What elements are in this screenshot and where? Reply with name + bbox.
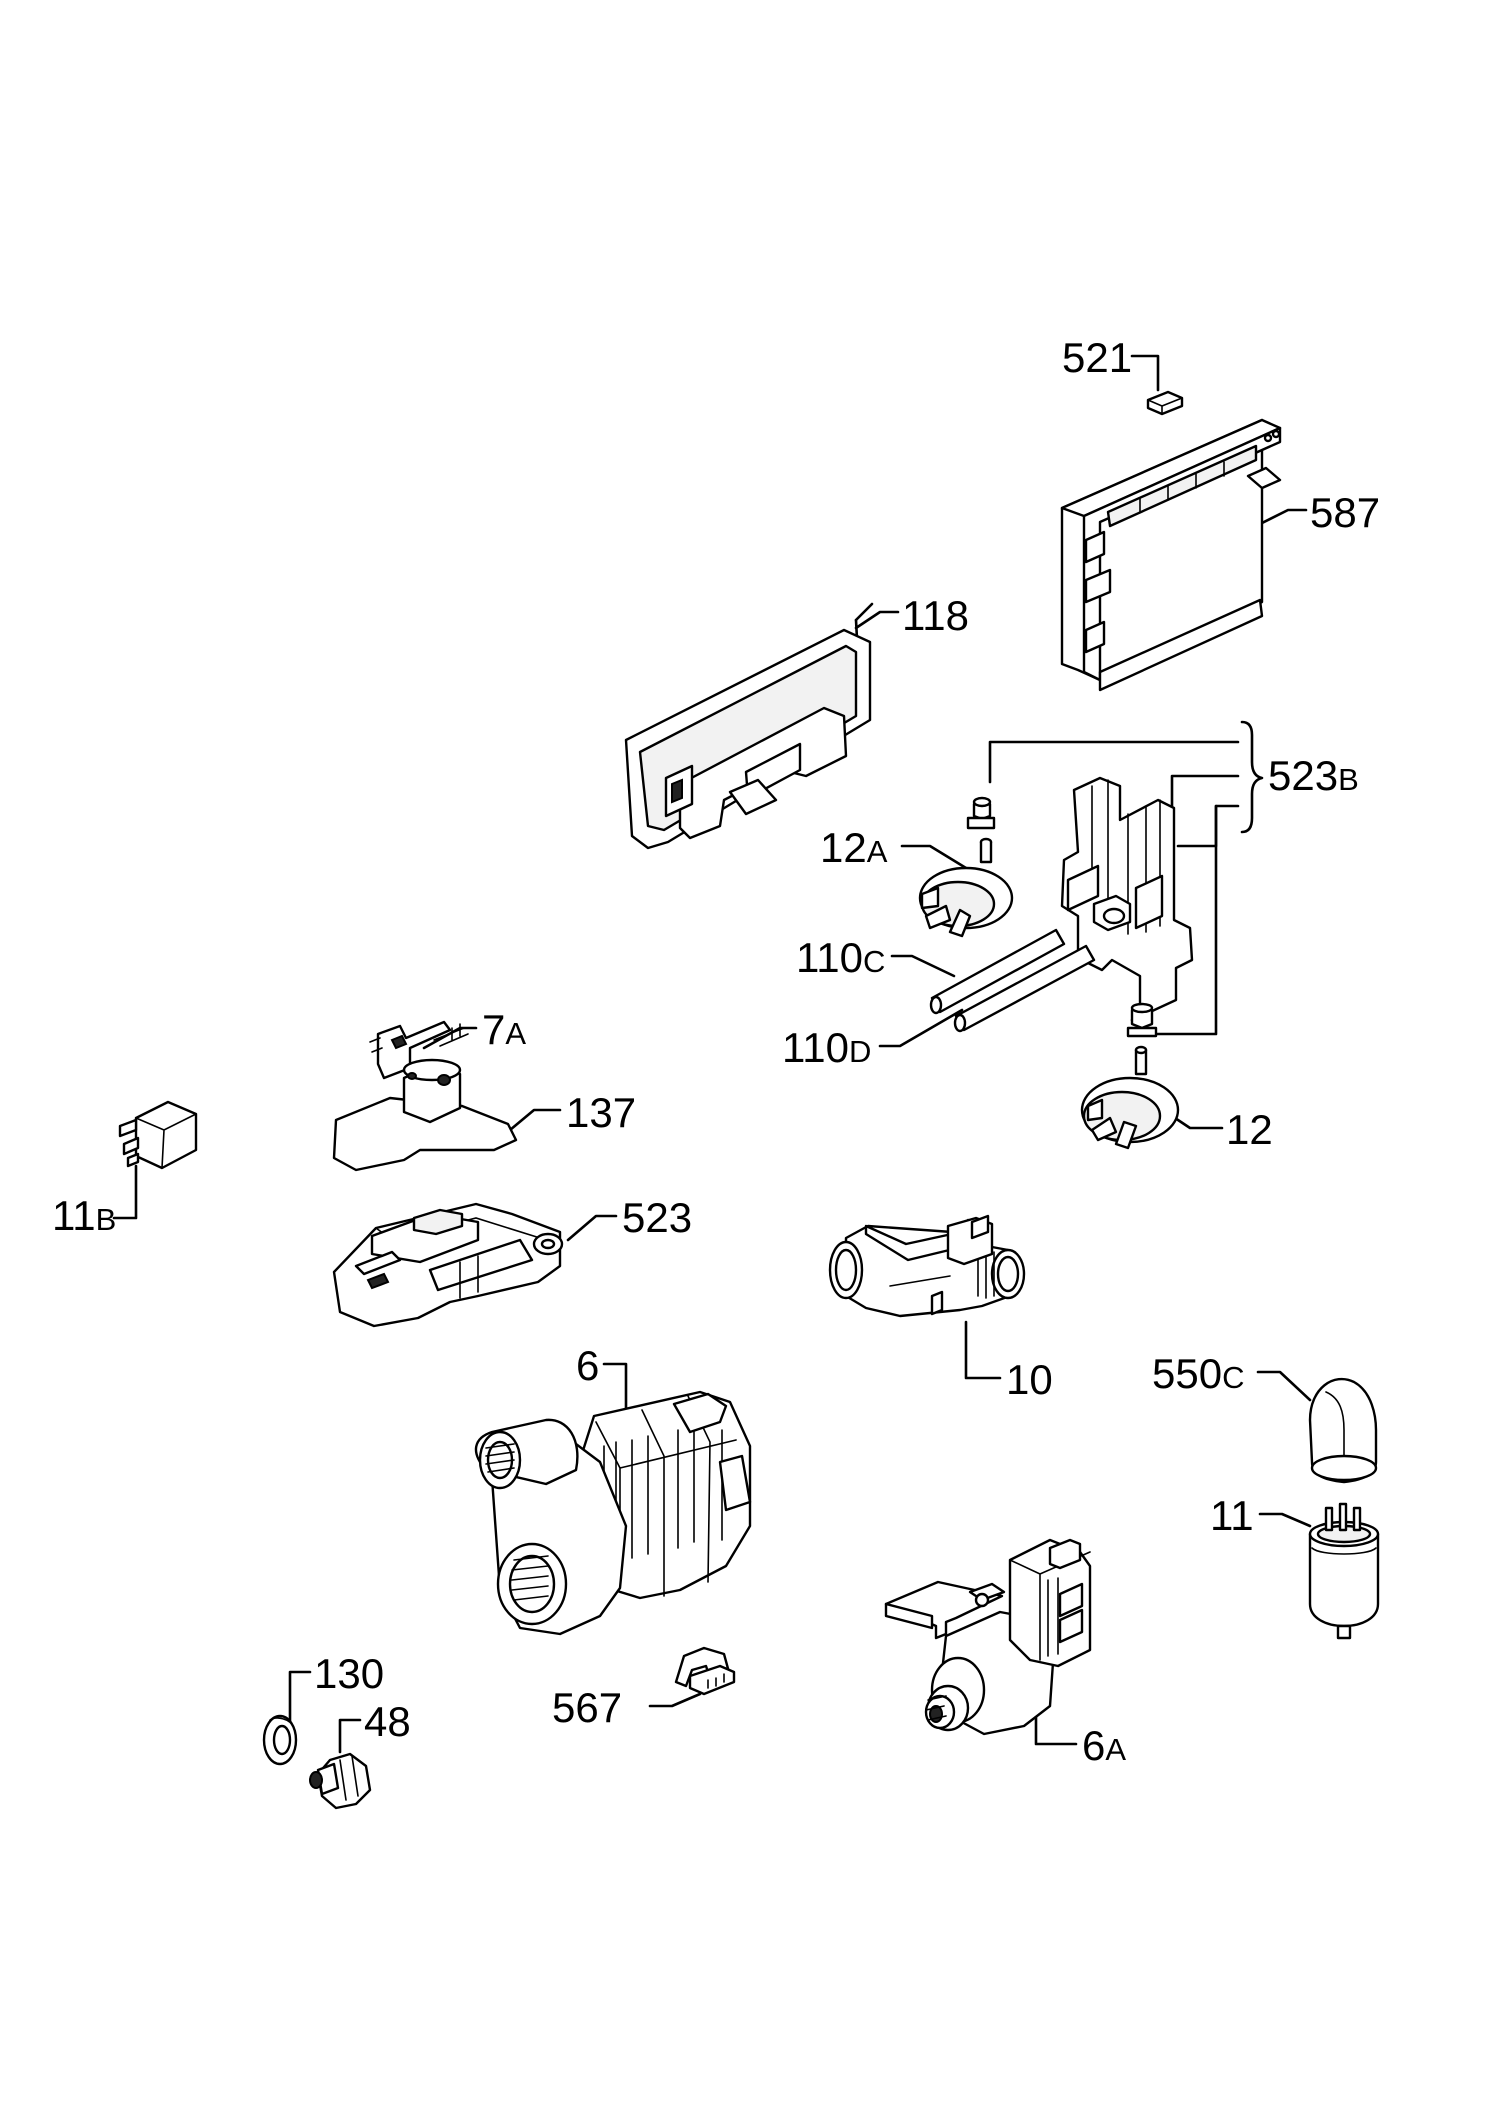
part-10-heater: [828, 1214, 1026, 1318]
label-550c: 550C: [1152, 1350, 1244, 1397]
label-587: 587: [1310, 489, 1380, 536]
label-7a: 7A: [482, 1006, 526, 1053]
part-12a-pressure-switch: [918, 796, 1014, 938]
label-12: 12: [1226, 1106, 1273, 1153]
label-110d: 110D: [782, 1024, 871, 1071]
label-48: 48: [364, 1698, 411, 1745]
part-12-pressure-switch: [1080, 1002, 1180, 1150]
label-137: 137: [566, 1089, 636, 1136]
label-110c: 110C: [796, 934, 885, 981]
part-137-cover: [332, 1058, 518, 1172]
label-118: 118: [902, 592, 969, 639]
label-6: 6: [576, 1342, 599, 1389]
part-6-wash-motor: [474, 1390, 752, 1636]
part-6a-drain-pump: [884, 1538, 1092, 1736]
label-11b: 11B: [52, 1192, 116, 1239]
part-11b-relay: [118, 1100, 198, 1170]
label-12a: 12A: [820, 824, 888, 871]
part-7a-sensor-clip: [369, 1020, 469, 1080]
part-110d-hose: [953, 944, 1096, 1033]
part-523-housing: [332, 1202, 564, 1328]
label-567: 567: [552, 1684, 622, 1731]
part-521-connector: [1146, 390, 1184, 416]
part-118-control-panel: [624, 628, 872, 850]
label-11: 11: [1210, 1492, 1254, 1539]
label-521: 521: [1062, 334, 1132, 381]
part-130-washer: [262, 1714, 298, 1766]
part-110c-hose: [929, 928, 1066, 1015]
part-11-capacitor: [1308, 1502, 1380, 1640]
part-587-electronic-module: [1060, 418, 1282, 692]
part-48-plug: [309, 1752, 372, 1810]
label-130: 130: [314, 1650, 384, 1697]
part-567-clip: [674, 1646, 736, 1696]
part-550c-cap: [1308, 1377, 1378, 1484]
label-523: 523: [622, 1194, 692, 1241]
label-6a: 6A: [1082, 1722, 1126, 1769]
label-10: 10: [1006, 1356, 1053, 1403]
part-523b-sensor-bracket: [1060, 776, 1194, 1014]
label-523b: 523B: [1268, 752, 1359, 799]
